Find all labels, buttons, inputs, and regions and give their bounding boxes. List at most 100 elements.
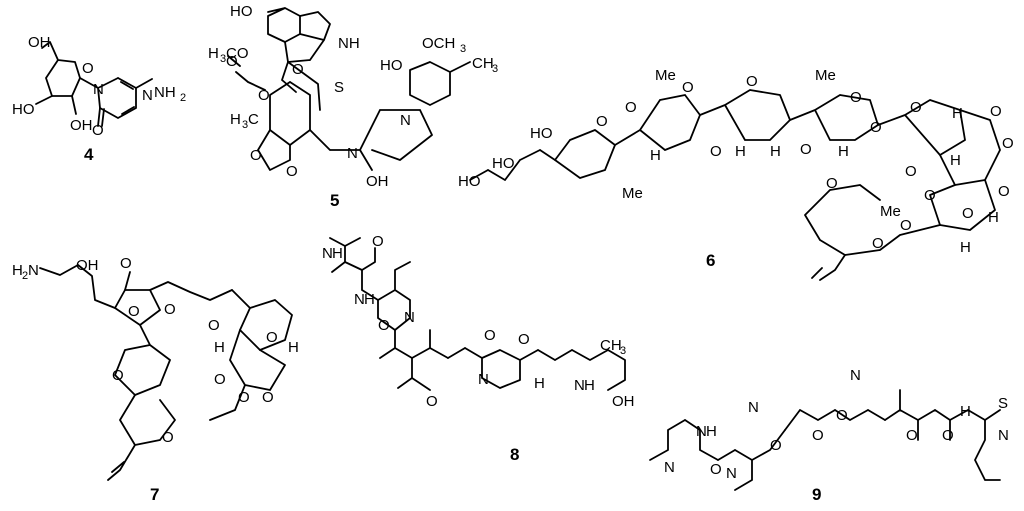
c7-label-o-9: O (262, 389, 274, 406)
c6-label-h-4: H (838, 143, 849, 160)
c9-label-o-4: O (836, 407, 848, 424)
compound-number-6: 6 (706, 251, 715, 270)
c6-label-h-3: H (770, 143, 781, 160)
c4-label-ho: HO (12, 101, 35, 118)
c5-label-o-1: O (226, 53, 238, 70)
compound-4: OH O N NH 2 HO OH N O 4 (12, 34, 186, 164)
c7-label-o-5: O (266, 329, 278, 346)
compound-number-4: 4 (84, 145, 94, 164)
compound-7: H 2 N OH O O O O O H H O O O O O 7 (12, 255, 299, 504)
c4-label-oh-bottom: OH (70, 117, 93, 134)
c6-label-o-7: O (990, 103, 1002, 120)
c8-label-n-5: N (574, 377, 585, 394)
compound-6: Me Me HO O O O O O O O O O HO HO O O H H… (458, 67, 1014, 281)
compound-number-7: 7 (150, 485, 159, 504)
c6-label-o-16: O (900, 217, 912, 234)
c5-label-ch: CH (472, 55, 494, 72)
c9-label-h-2: H (706, 423, 717, 440)
compound-number-9: 9 (812, 485, 821, 504)
c8-label-h-1: H (332, 245, 343, 262)
c6-label-o-1: O (596, 113, 608, 130)
c4-label-carbonyl-o: O (92, 122, 104, 139)
c9-label-s: S (998, 395, 1008, 412)
c5-label-och-sub: 3 (460, 43, 466, 55)
c6-label-ho-3: HO (458, 173, 481, 190)
c5-label-ch-sub: 3 (492, 63, 498, 75)
c6-label-o-13: O (905, 163, 917, 180)
c9-label-o-2: O (770, 437, 782, 454)
c7-label-o-2: O (128, 303, 140, 320)
c6-label-me-3: Me (622, 185, 643, 202)
c9-label-n-5: N (696, 423, 707, 440)
c7-label-o-10: O (162, 429, 174, 446)
c5-label-s: S (334, 79, 344, 96)
c7-label-o-4: O (208, 317, 220, 334)
c8-label-o-1: O (372, 233, 384, 250)
c5-label-n-1: N (347, 145, 358, 162)
c8-label-h-2: H (364, 291, 375, 308)
c6-label-o-17: O (872, 235, 884, 252)
compound-number-5: 5 (330, 191, 339, 210)
compound-5: HO H 3 CO NH OCH 3 HO CH 3 O O S O H 3 C… (208, 3, 498, 210)
c6-label-o-15: O (962, 205, 974, 222)
c7-label-h2: H (12, 262, 23, 279)
c5-label-c: C (248, 111, 259, 128)
c9-label-n-4: N (998, 427, 1009, 444)
c6-label-h-7: H (988, 209, 999, 226)
c6-label-o-9: O (625, 99, 637, 116)
c6-label-o-4: O (850, 89, 862, 106)
c4-label-nh-sub: 2 (180, 92, 186, 104)
c7-label-h2-sub: 2 (22, 270, 28, 282)
c6-label-o-8: O (1002, 135, 1014, 152)
c4-label-n-amine: N (142, 87, 153, 104)
c5-label-o-2: O (292, 61, 304, 78)
c9-label-o-6: O (942, 427, 954, 444)
c6-label-o-3: O (746, 73, 758, 90)
c7-label-o-8: O (238, 389, 250, 406)
c6-label-me-1: Me (655, 67, 676, 84)
c5-label-o-5: O (286, 163, 298, 180)
c5-label-h3-sub: 3 (220, 53, 226, 65)
c8-label-h-3: H (534, 375, 545, 392)
c8-label-h-4: H (584, 377, 595, 394)
c6-label-ho-2: HO (492, 155, 515, 172)
c6-label-o-10: O (710, 143, 722, 160)
c8-label-o-2: O (378, 317, 390, 334)
c4-label-n-ring: N (93, 81, 104, 98)
c9-label-n-6: N (726, 465, 737, 482)
c5-label-o-4: O (250, 147, 262, 164)
c8-label-ch-sub: 3 (620, 345, 626, 357)
c8-label-o-4: O (484, 327, 496, 344)
c5-label-h3: H (208, 45, 219, 62)
c9-label-h-1: H (960, 403, 971, 420)
c5-label-h3c: H (230, 111, 241, 128)
c9-label-o-3: O (812, 427, 824, 444)
c4-label-oh-top: OH (28, 34, 51, 51)
c8-label-n-2: N (354, 291, 365, 308)
c7-label-o-7: O (214, 371, 226, 388)
c5-label-nh: NH (338, 35, 360, 52)
c6-label-h-6: H (950, 152, 961, 169)
c7-label-h-1: H (214, 339, 225, 356)
c7-label-n: N (28, 262, 39, 279)
c8-label-oh: OH (612, 393, 635, 410)
c8-label-ch: CH (600, 337, 622, 354)
c6-label-o-2: O (682, 79, 694, 96)
c9-label-n-2: N (748, 399, 759, 416)
c5-label-ho: HO (230, 3, 253, 20)
c4-label-nh: NH (154, 84, 176, 101)
c4-label-ring-o: O (82, 60, 94, 77)
c5-label-n-2: N (400, 112, 411, 129)
c6-label-o-6: O (910, 99, 922, 116)
c9-label-n-1: N (664, 459, 675, 476)
c6-label-me-2: Me (815, 67, 836, 84)
c6-label-h-2: H (735, 143, 746, 160)
c8-label-n-4: N (478, 371, 489, 388)
c7-label-o-1: O (120, 255, 132, 272)
c6-label-h-8: H (960, 239, 971, 256)
compound-9: N O N O O O N H S N H N O O N 9 (649, 367, 1009, 504)
c8-label-n-3: N (404, 309, 415, 326)
c8-label-o-5: O (518, 331, 530, 348)
c6-label-o-12: O (826, 175, 838, 192)
